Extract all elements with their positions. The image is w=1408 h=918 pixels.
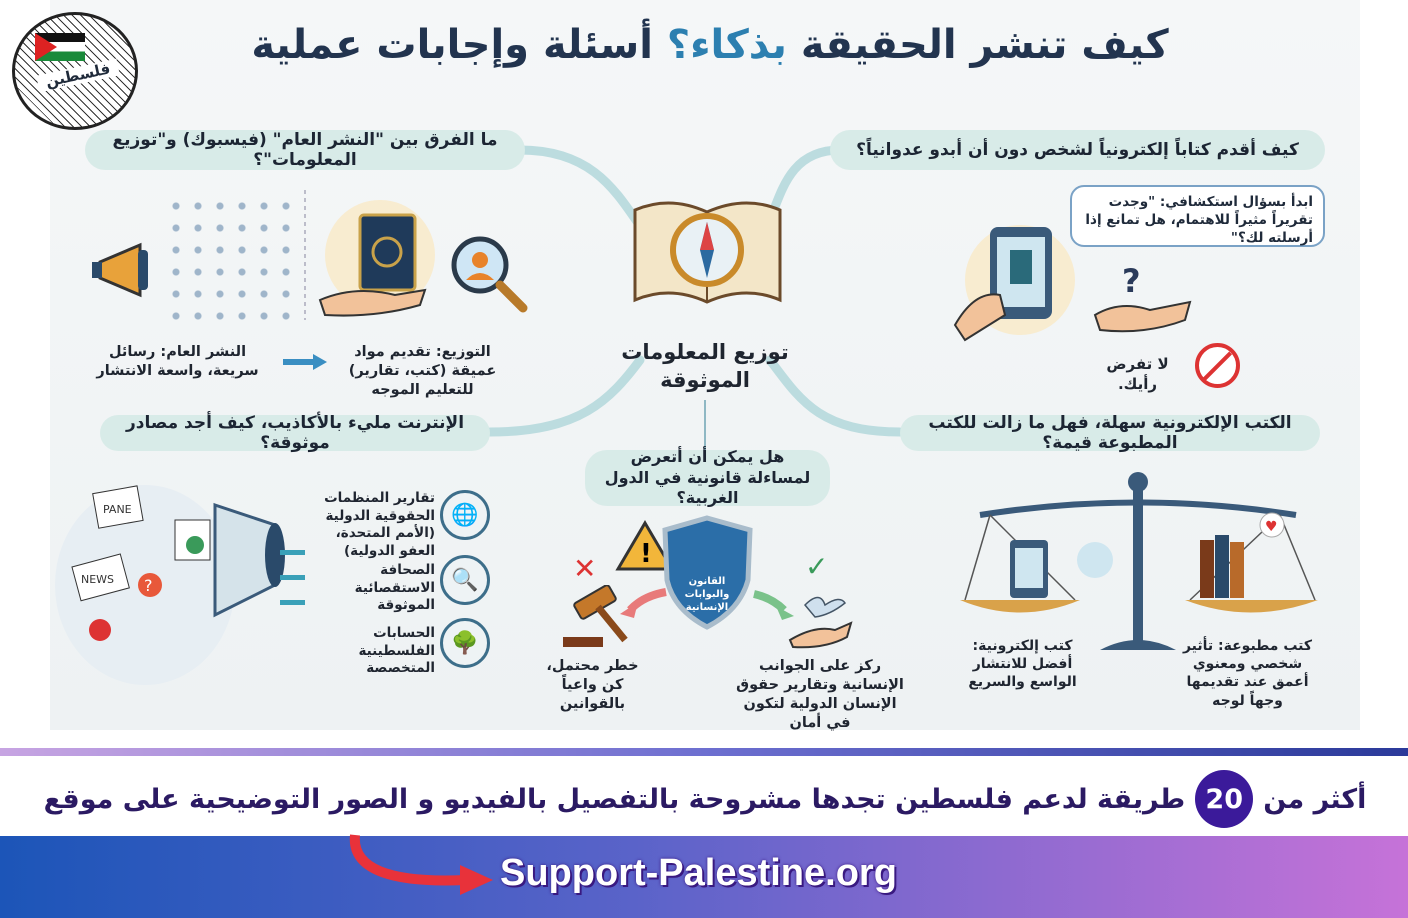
red-arrow-left-icon [618, 588, 668, 618]
news-label: NEWS [81, 573, 114, 586]
center-book-compass-icon [630, 190, 785, 310]
green-check-icon: ✓ [805, 550, 829, 583]
open-hand-question-icon: ? [1090, 260, 1200, 335]
count-badge: 20 [1195, 770, 1254, 828]
title-part2: أسئلة وإجابات عملية [251, 22, 653, 68]
newspaper-magnifier-icon: 🔍 [440, 555, 490, 605]
source-item-palestinian-accounts: الحسابات الفلسطينية المتخصصة [358, 625, 435, 677]
pane-label: PANE [103, 503, 132, 516]
question-present-ebook: كيف أقدم كتاباً إلكترونياً لشخص دون أن أ… [830, 130, 1325, 170]
banner-suffix: طريقة لدعم فلسطين تجدها مشروحة بالتفصيل … [43, 783, 1186, 815]
question-printed-books-value: الكتب الإلكترونية سهلة، فهل ما زالت للكت… [900, 413, 1320, 453]
un-emblem-icon: 🌐 [440, 490, 490, 540]
svg-text:?: ? [144, 576, 153, 595]
banner-prefix: أكثر من [1263, 783, 1367, 815]
curved-arrow-icon [345, 830, 495, 900]
gavel-icon [560, 584, 635, 650]
funnel-output-arrows [280, 550, 305, 620]
magnifier-person-icon [445, 230, 530, 315]
red-x-icon: ✕ [573, 552, 597, 585]
title-highlight: بذكاء؟ [666, 22, 787, 68]
hand-holding-tablet-icon [945, 215, 1075, 345]
source-item-journalism: الصحافة الاستقصائية الموثوقة [354, 562, 435, 614]
divider-gradient-line [0, 748, 1408, 756]
olive-tree-signal-icon: 🌳 [440, 618, 490, 668]
speech-bubble: ابدأ بسؤال استكشافي: "وجدت تقريراً مثيرا… [1070, 185, 1325, 247]
printed-books-text: كتب مطبوعة: تأثير شخصي ومعنوي أعمق عند ت… [1182, 638, 1313, 709]
promo-banner-text: أكثر من 20 طريقة لدعم فلسطين تجدها مشروح… [40, 770, 1370, 828]
megaphone-icon [90, 240, 160, 300]
website-link[interactable]: Support-Palestine.org [500, 852, 897, 894]
safe-text: ركز على الجوانب الإنسانية وتقارير حقوق ا… [736, 658, 904, 731]
svg-text:!: ! [640, 539, 652, 569]
question-public-vs-distribution: ما الفرق بين "النشر العام" (فيسبوك) و"تو… [85, 130, 525, 170]
green-arrow-right-icon [752, 590, 797, 620]
shield-label: القانون والبوابات الإنسانية [684, 576, 730, 613]
center-label: توزيع المعلومات الموثوقة [621, 340, 789, 393]
funnel-filter-icon: PANE NEWS ? [55, 465, 290, 700]
public-posting-text: النشر العام: رسائل سريعة، واسعة الانتشار [96, 344, 259, 379]
question-reliable-sources: الإنترنت مليء بالأكاذيب، كيف أجد مصادر م… [100, 413, 490, 453]
svg-text:?: ? [1122, 262, 1141, 300]
people-network-icon [165, 195, 295, 330]
hand-holding-book-icon [315, 200, 445, 330]
warning-triangle-icon: ! [615, 520, 675, 572]
arrow-right-icon [283, 352, 328, 372]
tip-no-imposing: لا تفرض رأيك. [1106, 355, 1169, 393]
title-part1: كيف تنشر الحقيقة [800, 22, 1169, 68]
no-megaphone-icon [1195, 343, 1240, 388]
page-title: كيف تنشر الحقيقة بذكاء؟ أسئلة وإجابات عم… [230, 22, 1190, 68]
website-footer [0, 836, 1408, 918]
svg-text:♥: ♥ [1265, 519, 1278, 535]
ebooks-text: كتب إلكترونية: أفضل للانتشار الواسع والس… [968, 638, 1077, 691]
shield-icon [660, 515, 755, 630]
distribution-text: التوزيع: تقديم مواد عميقة (كتب، تقارير) … [348, 344, 497, 398]
source-item-un: تقارير المنظمات الحقوقية الدولية (الأمم … [324, 490, 435, 559]
dove-hand-icon [785, 585, 855, 650]
risk-text: خطر محتمل، كن واعياً بالقوانين [546, 658, 639, 712]
question-legal-accountability: هل يمكن أن أتعرض لمساءلة قانونية في الدو… [585, 447, 830, 507]
balance-scale-icon: ♥ [960, 470, 1320, 665]
logo-seal: فلسطين [12, 12, 138, 130]
